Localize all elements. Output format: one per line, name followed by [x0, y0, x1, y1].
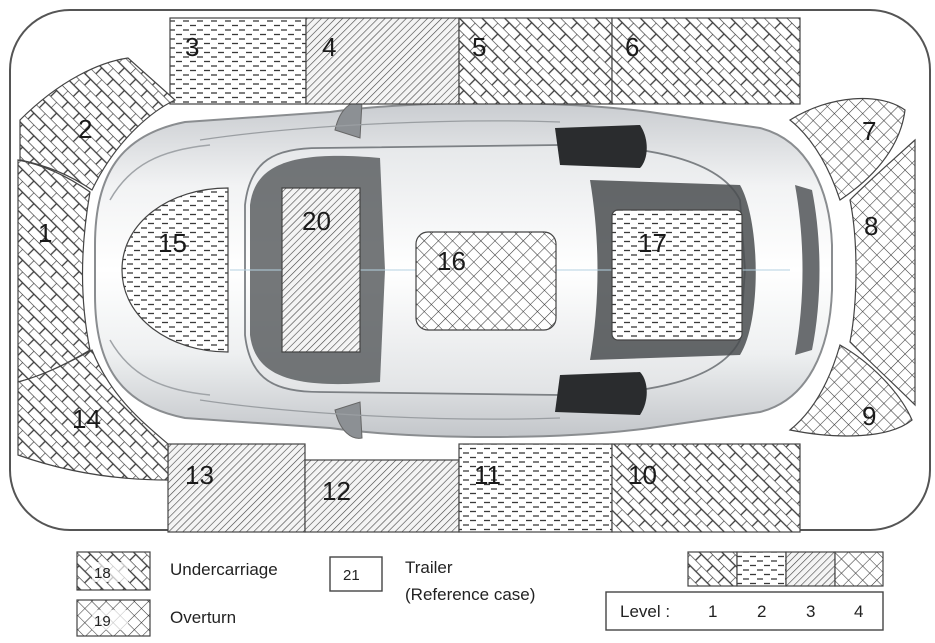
zone-label-14: 14 — [72, 404, 101, 434]
zone-label-15: 15 — [158, 228, 187, 258]
zone-15 — [121, 187, 229, 353]
level-label-1: 1 — [708, 602, 717, 621]
zone-label-11: 11 — [474, 460, 501, 490]
legend-label-undercarriage: Undercarriage — [170, 560, 278, 579]
zone-label-9: 9 — [862, 401, 876, 431]
zone-17 — [611, 209, 743, 341]
zone-label-6: 6 — [625, 32, 639, 62]
zone-12 — [304, 459, 460, 533]
zone-6 — [611, 17, 801, 105]
zone-20 — [281, 187, 361, 353]
zone-16 — [415, 231, 557, 331]
zone-label-5: 5 — [472, 32, 486, 62]
zone-9 — [788, 344, 913, 437]
zone-1 — [17, 159, 91, 383]
level-scale-title: Level : — [620, 602, 670, 621]
legend-num-21: 21 — [343, 567, 360, 584]
zone-10 — [611, 443, 801, 533]
zone-label-2: 2 — [78, 114, 92, 144]
legend-label-overturn: Overturn — [170, 608, 236, 627]
zone-label-4: 4 — [322, 32, 336, 62]
zone-7 — [788, 97, 906, 201]
level-scale: Level : 1 2 3 4 — [605, 551, 884, 631]
legend-num-18: 18 — [94, 565, 111, 582]
zone-label-7: 7 — [862, 116, 876, 146]
zone-13 — [167, 443, 306, 533]
zone-label-8: 8 — [864, 211, 878, 241]
legend-label-trailer-ref: (Reference case) — [405, 585, 535, 604]
zone-label-1: 1 — [38, 218, 52, 248]
zone-label-13: 13 — [185, 460, 214, 490]
level-swatch-2 — [736, 551, 787, 587]
zone-8 — [849, 138, 916, 407]
zone-14 — [17, 349, 169, 481]
zone-3 — [169, 17, 307, 105]
level-label-3: 3 — [806, 602, 815, 621]
level-swatch-1 — [687, 551, 738, 587]
legend: 18 Undercarriage 19 Overturn 21 Trailer … — [76, 551, 535, 637]
zone-11 — [458, 443, 613, 533]
level-swatch-3 — [785, 551, 836, 587]
legend-label-trailer: Trailer — [405, 558, 453, 577]
zone-label-17: 17 — [638, 228, 667, 258]
zone-label-10: 10 — [628, 460, 657, 490]
zone-5 — [458, 17, 613, 105]
level-label-2: 2 — [757, 602, 766, 621]
legend-swatch-trailer — [329, 556, 383, 592]
level-scale-box — [605, 591, 884, 631]
zone-4 — [305, 17, 460, 105]
zone-label-12: 12 — [322, 476, 351, 506]
level-label-4: 4 — [854, 602, 863, 621]
legend-num-19: 19 — [94, 613, 111, 630]
zone-2 — [19, 57, 177, 191]
level-swatch-4 — [834, 551, 884, 587]
zone-label-16: 16 — [437, 246, 466, 276]
zone-label-20: 20 — [302, 206, 331, 236]
zone-label-3: 3 — [185, 32, 199, 62]
